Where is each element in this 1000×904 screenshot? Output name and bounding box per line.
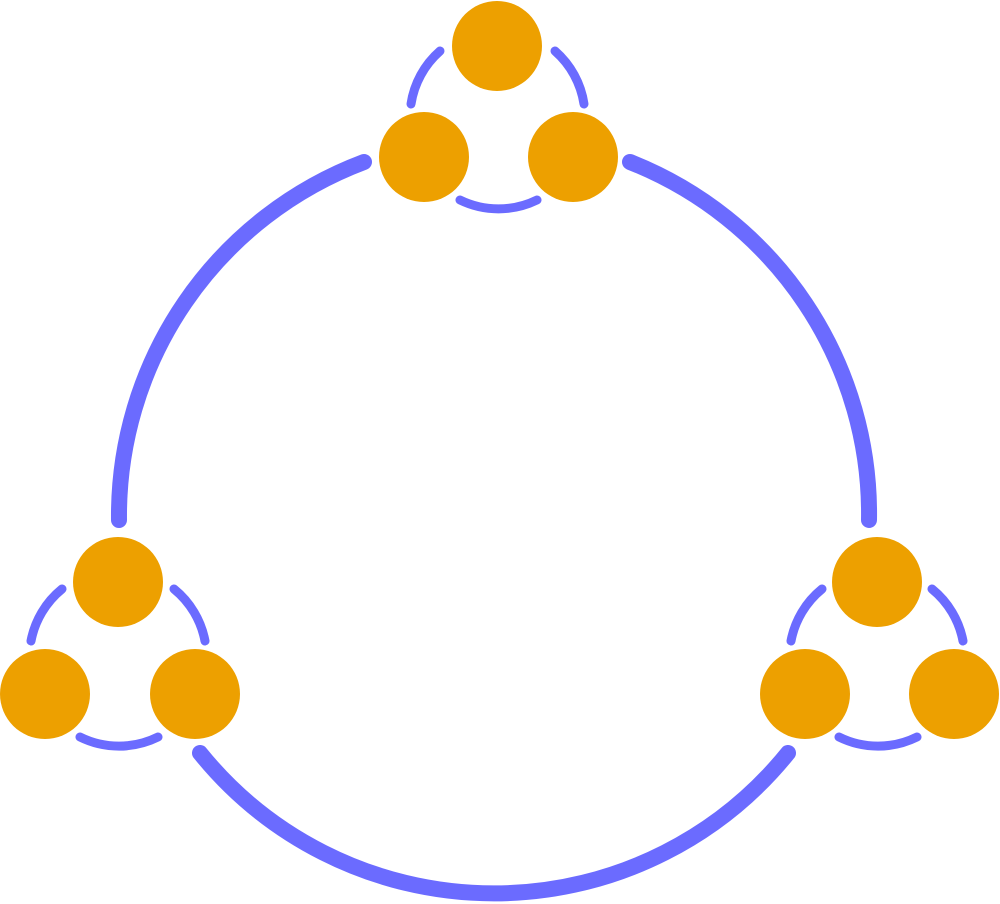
cluster-bottom-right-arc-left [786,584,827,646]
cluster-top-arc-left [406,46,445,109]
outer-ring [110,154,878,902]
outer-ring-segment-right [622,154,878,528]
cluster-bottom-left [0,537,240,751]
cluster-bottom-left-arc-bottom [75,732,163,751]
cluster-bottom-right-node-right [909,649,999,739]
cluster-bottom-left-node-left [0,649,90,739]
cluster-bottom-right-arc-right [927,584,968,646]
cluster-bottom-right-node-top [832,537,922,627]
outer-ring-segment-bottom [192,745,796,902]
cluster-top-node-top [452,1,542,91]
cluster-bottom-right [760,537,999,751]
cluster-bottom-left-arc-right [169,584,210,646]
cluster-top [379,1,618,214]
cluster-bottom-left-node-top [73,537,163,627]
cluster-bottom-right-arc-bottom [834,732,922,751]
cluster-top-arc-right [550,46,589,109]
cluster-bottom-left-arc-left [26,584,67,646]
cluster-top-arc-bottom [455,195,542,214]
cluster-top-node-left [379,112,469,202]
outer-ring-segment-left [110,154,372,528]
cluster-bottom-left-node-right [150,649,240,739]
cluster-bottom-right-node-left [760,649,850,739]
cluster-top-node-right [528,112,618,202]
